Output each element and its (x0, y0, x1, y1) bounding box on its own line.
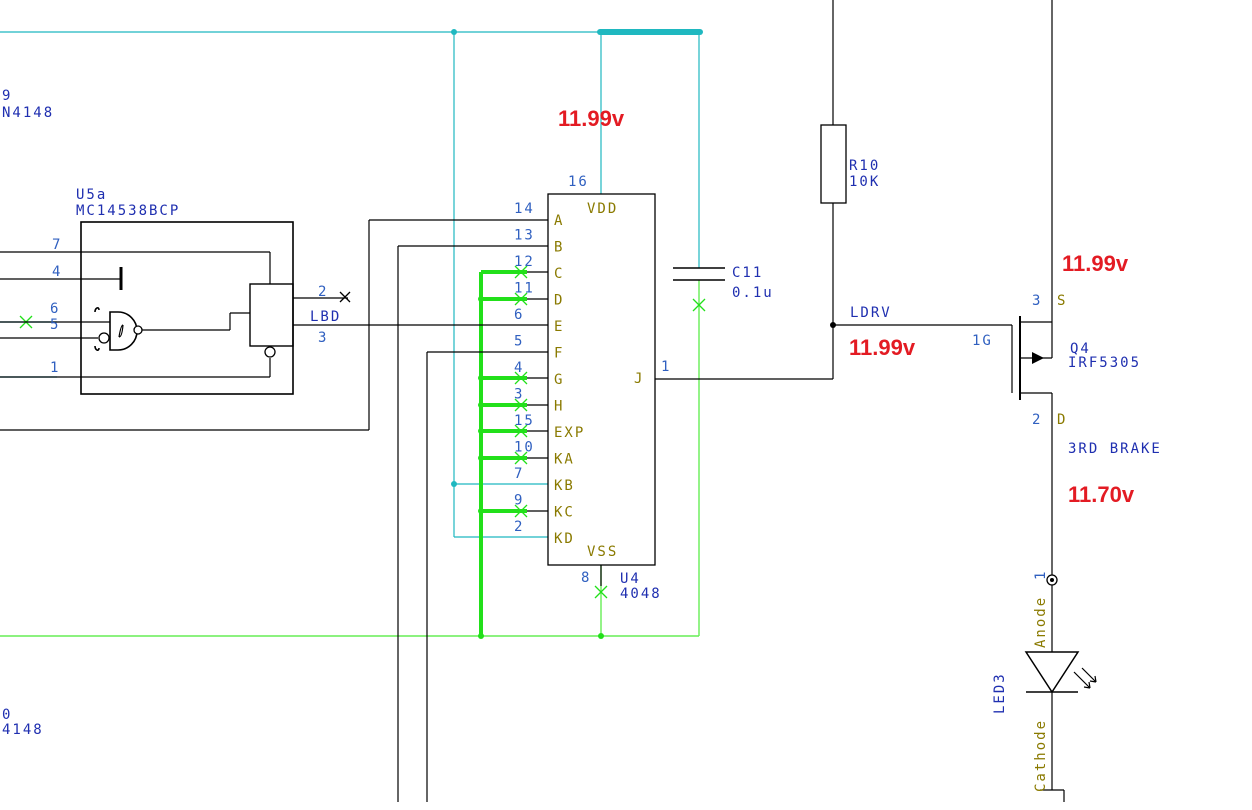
u4-pin-name: D (554, 293, 564, 309)
c11-ref: C11 (732, 265, 763, 281)
u5a-pin: 1 (50, 360, 60, 376)
voltage-vdd-u4: 11.99v (558, 106, 625, 131)
partial-value-bottom: 4148 (2, 722, 44, 738)
u4-pin-number: 9 (514, 493, 524, 509)
led3-anode-label: Anode (1033, 596, 1049, 648)
u4-vdd-label: VDD (587, 201, 618, 217)
u4-pin-name: F (554, 346, 564, 362)
u4-vss-pin: 8 (581, 570, 591, 586)
u5a-pin: 7 (52, 237, 62, 253)
u4-pin-name: KB (554, 478, 575, 494)
and-gate-symbol (109, 311, 138, 351)
schmitt-icon (118, 324, 124, 338)
junction-dot (478, 402, 484, 408)
q4-value: IRF5305 (1068, 355, 1141, 371)
signal-wires (0, 0, 1065, 802)
u4-ref: U4 (620, 571, 641, 587)
junction-dot (478, 296, 484, 302)
q4-mosfet (985, 316, 1053, 400)
net-label-lbd: LBD (310, 309, 341, 325)
u4-pin-number: 6 (514, 307, 524, 323)
q4-drain-label: D (1057, 412, 1067, 428)
voltage-drain-q4: 11.70v (1068, 482, 1135, 507)
u4-pin-name: EXP (554, 425, 585, 441)
u4-pin-name: B (554, 240, 564, 256)
u4-out-pin-num: 1 (661, 359, 671, 375)
u4-pin-number: 13 (514, 228, 535, 244)
u4-pin-name: H (554, 399, 564, 415)
junction-dot (598, 633, 604, 639)
u5a-timer-block (249, 283, 294, 347)
u5a-pin: 6 (50, 301, 60, 317)
u4-pin-number: 5 (514, 334, 524, 350)
u4-vdd-pin: 16 (568, 174, 589, 190)
r10-ref: R10 (849, 158, 880, 174)
u4-pin-number: 12 (514, 254, 535, 270)
u4-pin-name: KA (554, 452, 575, 468)
u4-pin-number: 2 (514, 519, 524, 535)
inversion-bubble (98, 332, 110, 344)
u4-pin-number: 7 (514, 466, 524, 482)
u4-pin-name: G (554, 372, 564, 388)
r10-resistor (820, 124, 847, 204)
u4-pin-number: 4 (514, 360, 524, 376)
u4-pin-number: 3 (514, 387, 524, 403)
u4-pin-number: 10 (514, 440, 535, 456)
led3-diode (1024, 574, 1097, 694)
u5a-chip (80, 221, 294, 395)
led3-cathode-label: Cathode (1033, 719, 1049, 792)
q4-source-label: S (1057, 293, 1067, 309)
u5a-body (80, 221, 294, 395)
junction-dot (478, 375, 484, 381)
u5a-pin: 4 (52, 264, 62, 280)
led3-ref: LED3 (992, 672, 1008, 714)
u4-pin-number: 15 (514, 413, 535, 429)
partial-value-top: N4148 (2, 105, 54, 121)
c11-capacitor (673, 267, 725, 281)
c11-value: 0.1u (732, 285, 774, 301)
u5a-pin: 2 (318, 284, 328, 300)
u5a-pin: 3 (318, 330, 328, 346)
u4-out-pin-name: J (634, 371, 644, 387)
brake-label: 3RD BRAKE (1068, 441, 1162, 457)
u4-vss-label: VSS (587, 544, 618, 560)
q4-drain-pin: 2 (1032, 412, 1042, 428)
q4-gate-pin: 1G (972, 333, 993, 349)
u4-value: 4048 (620, 586, 662, 602)
u4-pin-number: 11 (514, 281, 535, 297)
partial-ref-bottom: 0 (2, 707, 12, 723)
u4-pin-name: C (554, 266, 564, 282)
junction-dot (451, 481, 457, 487)
q4-source-pin: 3 (1032, 293, 1042, 309)
junction-dot (478, 428, 484, 434)
net-label-ldrv: LDRV (850, 305, 892, 321)
u4-pin-name: KC (554, 505, 575, 521)
u4-pin-name: KD (554, 531, 575, 547)
r10-value: 10K (849, 174, 880, 190)
u4-pin-number: 14 (514, 201, 535, 217)
partial-ref-top: 9 (2, 88, 12, 104)
junction-dot (478, 455, 484, 461)
u5a-ref: U5a (76, 187, 107, 203)
u4-chip (527, 193, 656, 586)
voltage-gate-q4: 11.99v (849, 335, 916, 360)
junction-dot (451, 29, 457, 35)
voltage-source-q4: 11.99v (1062, 251, 1129, 276)
no-connect-markers (19, 265, 706, 599)
junction-dot (478, 508, 484, 514)
u4-pin-name: A (554, 213, 564, 229)
inversion-bubble (133, 325, 143, 335)
u5a-value: MC14538BCP (76, 203, 180, 219)
junction-dot (478, 633, 484, 639)
u5a-pin: 5 (50, 317, 60, 333)
inversion-bubble (264, 346, 276, 358)
grounded-inputs-bus (478, 270, 527, 639)
u4-pin-name: E (554, 319, 564, 335)
led3-anode-pin: 1 (1033, 570, 1049, 580)
q4-ref: Q4 (1070, 341, 1091, 357)
edge-trigger-icon (94, 307, 100, 351)
